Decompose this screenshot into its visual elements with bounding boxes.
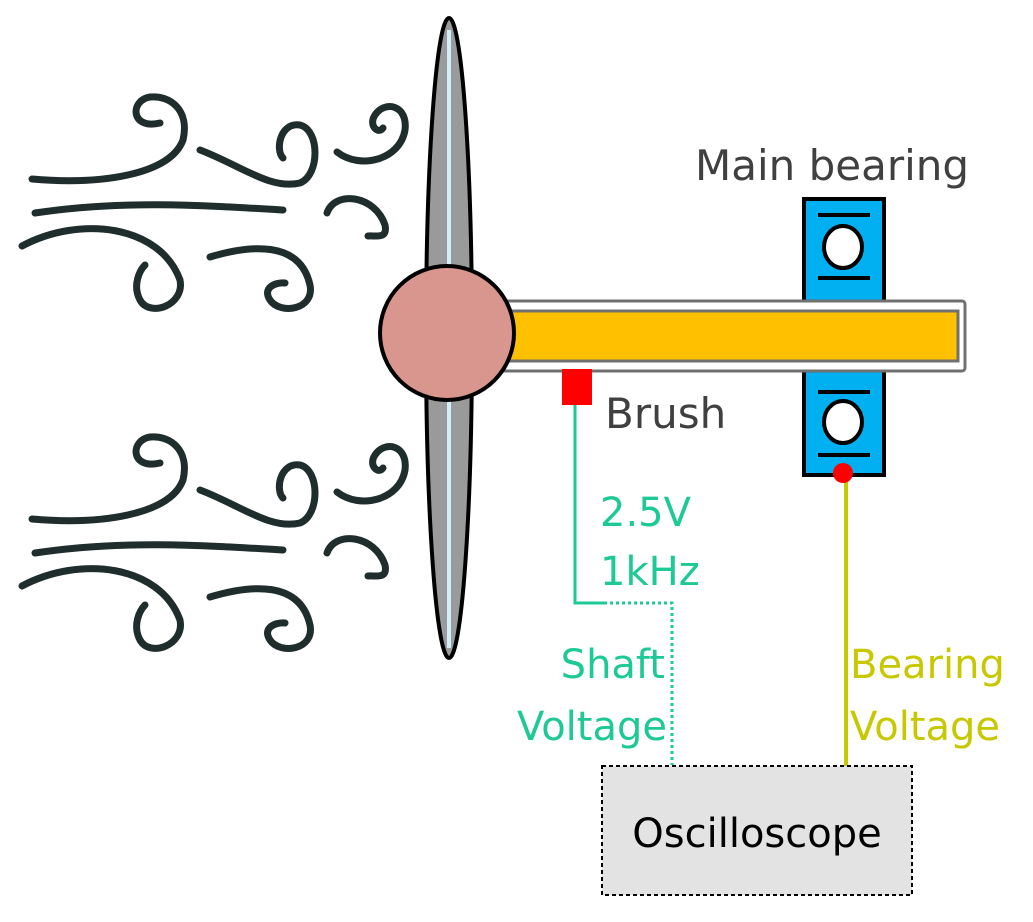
signal-voltage-label: 2.5V <box>600 490 692 536</box>
bearing-contact-point <box>833 463 853 483</box>
wind-icon-top <box>22 97 405 309</box>
bearing-voltage-label: Bearing <box>850 642 1005 688</box>
oscilloscope-box <box>601 765 913 896</box>
shaft-voltage-wire <box>573 405 604 605</box>
bearing-voltage-label-2: Voltage <box>850 704 1000 750</box>
brush-label: Brush <box>605 389 726 438</box>
shaft-voltage-label: Shaft <box>561 642 665 688</box>
signal-frequency-label: 1kHz <box>600 549 700 595</box>
wind-icon-bottom <box>22 437 405 649</box>
oscilloscope-label: Oscilloscope <box>632 811 881 857</box>
shaft-voltage-wire-dotted <box>604 601 674 765</box>
shaft <box>488 299 967 373</box>
rotor-hub <box>378 264 516 402</box>
brush-contact <box>562 369 592 405</box>
main-bearing-label: Main bearing <box>695 141 969 190</box>
shaft-voltage-label-2: Voltage <box>517 704 667 750</box>
